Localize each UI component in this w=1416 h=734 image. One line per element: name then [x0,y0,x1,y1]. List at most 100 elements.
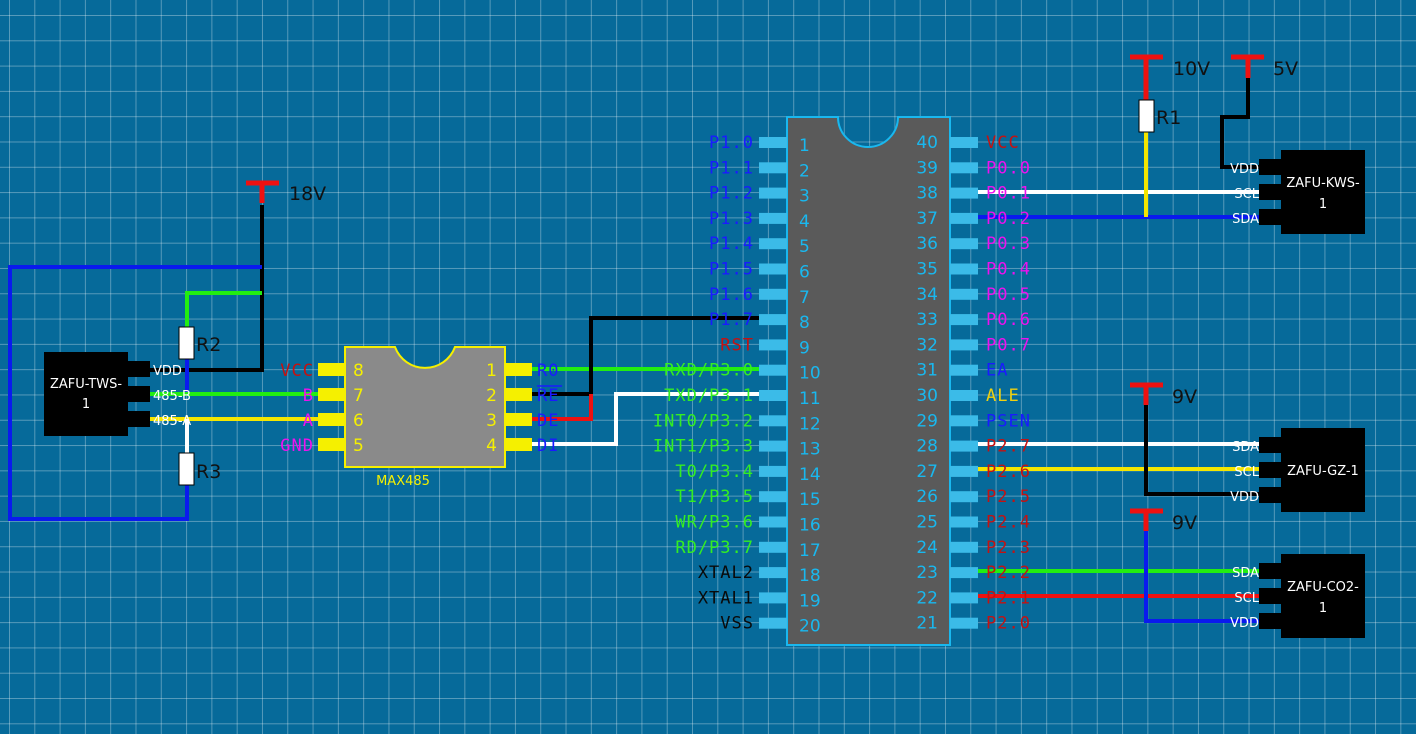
mcu-pin-4[interactable] [759,212,787,224]
mcu-pin-label: P1.6 [709,285,754,305]
mcu-pin-14[interactable] [759,465,787,477]
mcu-pin-label: VCC [986,133,1020,153]
max485-pin-6[interactable] [318,413,345,426]
mcu-pin-number: 22 [916,588,938,608]
max485-pin-label: GND [280,436,314,456]
resistor-r3[interactable]: R3 [178,452,221,486]
mcu-pin-9[interactable] [759,339,787,351]
mcu-pin-number: 2 [799,161,810,181]
mcu-pin-23[interactable] [950,567,978,579]
mcu-pin-36[interactable] [950,238,978,250]
mcu-pin-number: 5 [799,237,810,257]
mcu-pin-34[interactable] [950,288,978,300]
mcu-pin-16[interactable] [759,516,787,528]
mcu-pin-15[interactable] [759,491,787,503]
wire-di-txd [530,392,768,446]
power-10v: 10V [1130,54,1210,100]
mcu-pin-12[interactable] [759,415,787,427]
max485-pin-8[interactable] [318,363,345,376]
mcu-pin-3[interactable] [759,187,787,199]
mcu-pin-number: 11 [799,389,821,409]
mcu-pin-label: P2.5 [986,487,1031,507]
mcu-pin-18[interactable] [759,567,787,579]
mcu-pin-number: 37 [916,209,938,229]
resistor-label-r1: R1 [1156,107,1181,129]
wire-blue-loop [8,265,262,521]
mcu-pin-number: 25 [916,513,938,533]
max485-pin-number: 4 [486,436,497,456]
chip-label-max485: MAX485 [376,474,430,489]
module-zafu-gz[interactable]: ZAFU-GZ-1 SDA SCL VDD [1230,428,1365,512]
mcu-pin-number: 10 [799,364,821,384]
mcu-pin-10[interactable] [759,364,787,376]
mcu-pin-number: 15 [799,490,821,510]
mcu-pin-13[interactable] [759,440,787,452]
mcu-pin-21[interactable] [950,617,978,629]
module-zafu-kws[interactable]: ZAFU-KWS- 1 VDD SCL SDA [1230,150,1365,234]
mcu-pin-1[interactable] [759,137,787,148]
mcu-pin-label: ALE [986,386,1020,406]
mcu-pin-20[interactable] [759,617,787,629]
mcu-pin-37[interactable] [950,212,978,224]
mcu-pin-2[interactable] [759,162,787,174]
mcu-pin-19[interactable] [759,592,787,604]
pin-label-tws-vdd: VDD [153,364,182,379]
mcu-pin-28[interactable] [950,440,978,452]
mcu-pin-label: INT1/P3.3 [653,437,754,457]
mcu-pin-8[interactable] [759,314,787,326]
mcu-pin-number: 23 [916,563,938,583]
max485-pin-1[interactable] [505,363,532,376]
mcu-pin-33[interactable] [950,314,978,326]
mcu-pin-number: 21 [916,614,938,634]
mcu-pin-27[interactable] [950,465,978,477]
module-zafu-tws[interactable]: ZAFU-TWS- 1 VDD 485-B 485-A [44,352,191,436]
power-9v-co2: 9V [1130,508,1197,534]
mcu-pin-number: 7 [799,288,810,308]
module-name-tws: ZAFU-TWS- [50,377,122,392]
module-zafu-co2[interactable]: ZAFU-CO2- 1 SDA SCL VDD [1230,554,1365,638]
mcu-pin-39[interactable] [950,162,978,174]
mcu-pin-5[interactable] [759,238,787,250]
mcu-pin-6[interactable] [759,263,787,275]
mcu-pin-17[interactable] [759,541,787,553]
mcu-pin-32[interactable] [950,339,978,351]
mcu-pin-29[interactable] [950,415,978,427]
mcu-pin-22[interactable] [950,592,978,604]
mcu-pin-40[interactable] [950,137,978,148]
resistor-label-r2: R2 [196,334,221,356]
max485-pin-7[interactable] [318,388,345,401]
mcu-pin-25[interactable] [950,516,978,528]
chip-mcu-8051[interactable]: 1P1.02P1.13P1.24P1.35P1.46P1.57P1.68P1.7… [653,116,1031,646]
resistor-r2[interactable]: R2 [178,326,221,360]
resistor-r1[interactable]: R1 [1138,99,1181,133]
max485-pin-number: 3 [486,411,497,431]
max485-pin-2[interactable] [505,388,532,401]
mcu-pin-label: P0.7 [986,335,1031,355]
mcu-pin-number: 39 [916,158,938,178]
mcu-pin-30[interactable] [950,390,978,401]
pin-label-tws-485b: 485-B [153,389,191,404]
mcu-pin-38[interactable] [950,187,978,199]
mcu-pin-label: P2.0 [986,614,1031,634]
mcu-pin-11[interactable] [759,390,787,401]
max485-pin-5[interactable] [318,438,345,451]
mcu-pin-26[interactable] [950,491,978,503]
mcu-pin-7[interactable] [759,288,787,300]
mcu-pin-label: P2.7 [986,437,1031,457]
mcu-pin-label: T0/P3.4 [675,462,754,482]
mcu-pin-label: P0.0 [986,158,1031,178]
mcu-pin-24[interactable] [950,541,978,553]
module-name-co2-2: 1 [1319,601,1327,616]
max485-pin-number: 5 [353,436,364,456]
mcu-pin-label: P0.4 [986,260,1031,280]
module-name-co2: ZAFU-CO2- [1287,580,1359,595]
mcu-pin-31[interactable] [950,364,978,376]
max485-pin-4[interactable] [505,438,532,451]
max485-pin-label: R0 [537,361,559,381]
power-label-9v-co2: 9V [1172,512,1197,534]
mcu-pin-35[interactable] [950,263,978,275]
max485-pin-3[interactable] [505,413,532,426]
mcu-pin-number: 17 [799,541,821,561]
mcu-pin-label: PSEN [986,411,1031,431]
